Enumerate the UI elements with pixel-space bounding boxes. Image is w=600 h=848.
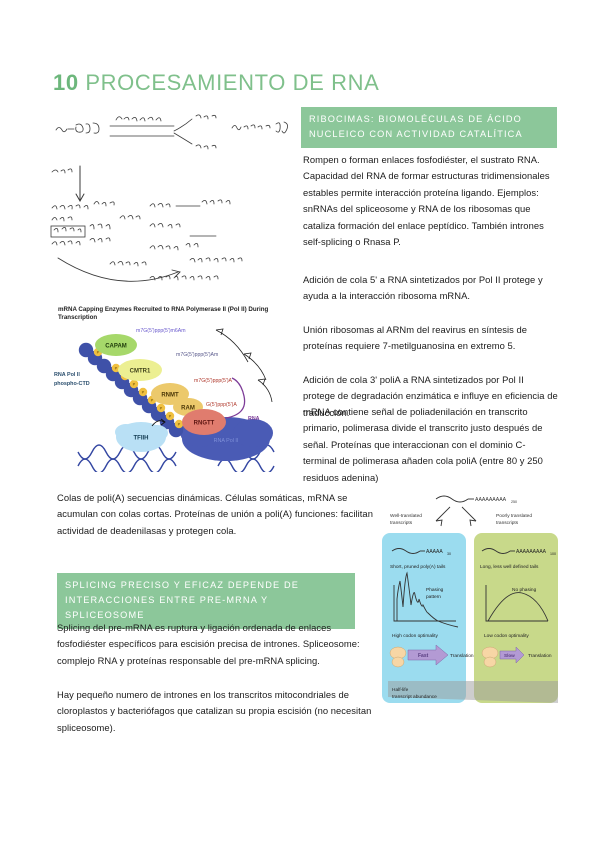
label-poorly-translated-2: transcripts: [496, 520, 519, 526]
paragraph-colas-polia: Colas de poli(A) secuencias dinámicas. C…: [57, 492, 373, 536]
svg-text:P: P: [133, 382, 136, 387]
paragraph-splicing-2: Hay pequeño numero de intrones en los tr…: [57, 689, 372, 733]
svg-text:P: P: [178, 422, 181, 427]
blob-capam: [95, 334, 137, 356]
arrow-fast: [407, 644, 449, 666]
label-well-translated-2: transcripts: [390, 520, 413, 526]
svg-text:P: P: [97, 350, 100, 355]
label-left-translation: Translation: [450, 653, 474, 659]
label-left-tail-sub: 30: [447, 552, 451, 556]
figure-capping-title: mRNA Capping Enzymes Recruited to RNA Po…: [58, 306, 269, 322]
label-cap-am: m7G(5')ppp(5')Am: [176, 352, 218, 358]
page-title-text: PROCESAMIENTO DE RNA: [85, 70, 380, 95]
label-right-tail: AAAAAAAAA: [516, 549, 547, 555]
rna-strand: [225, 377, 246, 419]
ctd-bead-chain: PP PP PP PP P: [78, 342, 184, 438]
svg-text:P: P: [169, 414, 172, 419]
label-left-plot-1: Phasing: [426, 587, 444, 593]
label-left-plot-2: pattern: [426, 594, 441, 600]
caption-left-tail: Short, pruned poly(A) tails: [390, 564, 446, 570]
gradient-wedge: [388, 681, 558, 703]
label-top-tail: AAAAAAAAA: [475, 497, 507, 503]
label-rna: RNA: [248, 416, 260, 422]
arrow-slow: [499, 646, 525, 664]
label-ram: RAM: [181, 405, 195, 411]
page-title-number: 10: [53, 70, 79, 95]
label-cap-gppp: G(5')ppp(5')A: [206, 402, 237, 408]
label-left-speed: Fast: [418, 653, 429, 659]
svg-text:P: P: [142, 390, 145, 395]
label-ctd-line2: phospho-CTD: [54, 381, 90, 387]
paragraph-cola5: Adición de cola 5' a RNA sintetizados po…: [303, 274, 543, 302]
label-right-tail-sub: 100: [550, 552, 556, 556]
blob-tfiih: TFIIH: [115, 422, 168, 452]
label-cap-a: m7G(5')ppp(5')A: [194, 378, 233, 384]
svg-text:P: P: [151, 398, 154, 403]
label-right-speed: Slow: [504, 653, 515, 658]
label-top-tail-sub: 250: [511, 500, 517, 504]
paragraph-reavirus: Unión ribosomas al ARNm del reavirus en …: [303, 324, 528, 352]
label-transcript-abundance: transcript abundance: [392, 694, 437, 700]
figure-polya-translation: AAAAAAAAA 250 Well-translated transcript…: [378, 485, 563, 715]
label-right-plot: No phasing: [512, 587, 537, 593]
svg-text:P: P: [160, 406, 163, 411]
paragraph-cola3-polia: Adición de cola 3' poliA a RNA sintetiza…: [303, 374, 558, 418]
section-heading-splicing: SPLICING PRECISO Y EFICAZ DEPENDE DE INT…: [57, 573, 355, 629]
panel-well-translated: [382, 533, 466, 703]
label-cap-m6am: m7G(5')ppp(5')m6Am: [136, 328, 186, 334]
page-title: 10 PROCESAMIENTO DE RNA: [53, 70, 379, 96]
label-left-tail: AAAAA: [426, 549, 443, 555]
label-well-translated-1: Well-translated: [390, 513, 422, 519]
blob-rnmt: [151, 383, 189, 405]
caption-right-tail: Long, less well defined tails: [480, 564, 539, 570]
label-poorly-translated-1: Poorly translated: [496, 513, 532, 519]
label-right-codon: Low codon optimality: [484, 633, 529, 639]
label-rngtt: RNGTT: [194, 421, 215, 427]
svg-text:P: P: [115, 366, 118, 371]
paragraph-splicing-1: Splicing del pre-mRNA es ruptura y ligac…: [57, 622, 360, 666]
label-capam: CAPAM: [105, 343, 127, 349]
paragraph-ribocimas: Rompen o forman enlaces fosfodiéster, el…: [303, 154, 550, 248]
label-halflife: Half-life: [392, 687, 409, 693]
label-tfiih: TFIIH: [134, 436, 149, 442]
paragraph-poliadenilacion: mRNA contiene señal de poliadenilación e…: [303, 406, 543, 483]
handwritten-notes-figure: [50, 108, 298, 288]
blob-cmtr1: [118, 359, 162, 381]
label-rna-pol-ii: RNA Pol II: [214, 438, 239, 444]
label-rnmt: RNMT: [161, 392, 179, 398]
label-ctd-line1: RNA Pol II: [54, 372, 80, 378]
blob-rngtt: [182, 409, 226, 435]
figure-mrna-capping-enzymes: mRNA Capping Enzymes Recruited to RNA Po…: [48, 300, 296, 472]
label-cmtr1: CMTR1: [130, 368, 151, 374]
section-heading-ribocimas: RIBOCIMAS: BIOMOLÉCULAS DE ÁCIDO NUCLEIC…: [301, 107, 557, 148]
label-left-codon: High codon optimality: [392, 633, 438, 639]
panel-poorly-translated: [474, 533, 558, 703]
label-right-translation: Translation: [528, 653, 552, 659]
